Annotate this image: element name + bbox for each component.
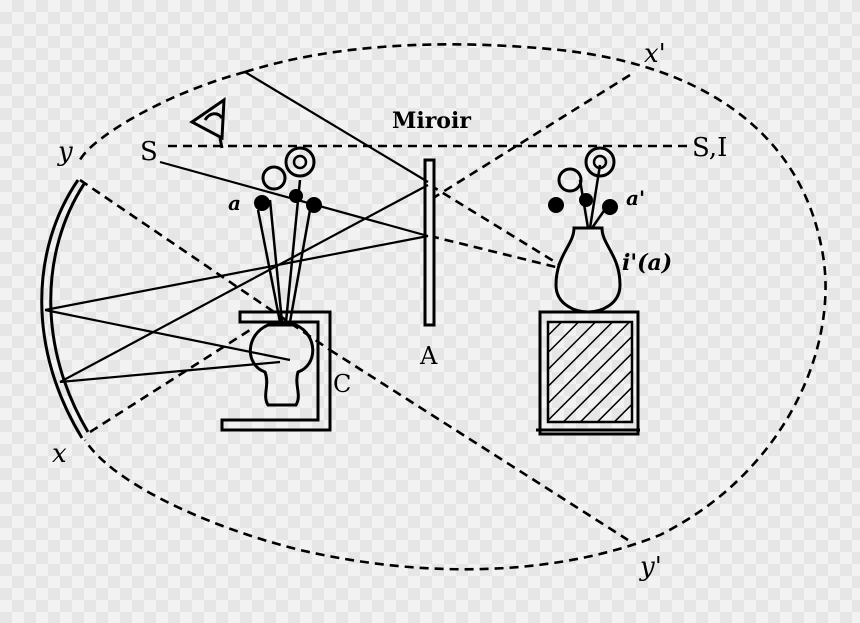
label-C: C (333, 370, 351, 398)
label-a: a (228, 191, 241, 215)
label-A: A (419, 342, 438, 370)
ray-3 (44, 234, 429, 312)
concave-mirror (40, 179, 84, 439)
label-y: y (57, 137, 73, 167)
label-x-prime: x' (644, 39, 666, 69)
label-si: S,I (692, 133, 727, 163)
field-ellipse-left (78, 70, 246, 161)
label-x: x (52, 439, 67, 469)
ray-6 (59, 360, 281, 384)
plane-mirror-A (423, 158, 436, 327)
object-vase (220, 146, 332, 432)
concave-mirror-inner (49, 183, 90, 433)
label-s: S (140, 137, 158, 167)
dash-image (429, 234, 561, 270)
dash-x-lower (89, 328, 251, 434)
dash-yprime-upper (79, 178, 331, 352)
image-vase (536, 146, 640, 436)
dash-image-2 (429, 183, 561, 267)
ray-4 (44, 308, 291, 362)
label-i-prime-a: i'(a) (622, 250, 672, 276)
ray-5 (59, 184, 429, 383)
field-ellipse (83, 43, 827, 571)
label-miroir: Miroir (392, 108, 471, 134)
label-a-prime: a' (626, 186, 645, 210)
label-y-prime: y' (639, 552, 662, 582)
eye-icon (189, 97, 226, 149)
ray-1 (244, 71, 429, 183)
dash-xprime (429, 73, 631, 202)
